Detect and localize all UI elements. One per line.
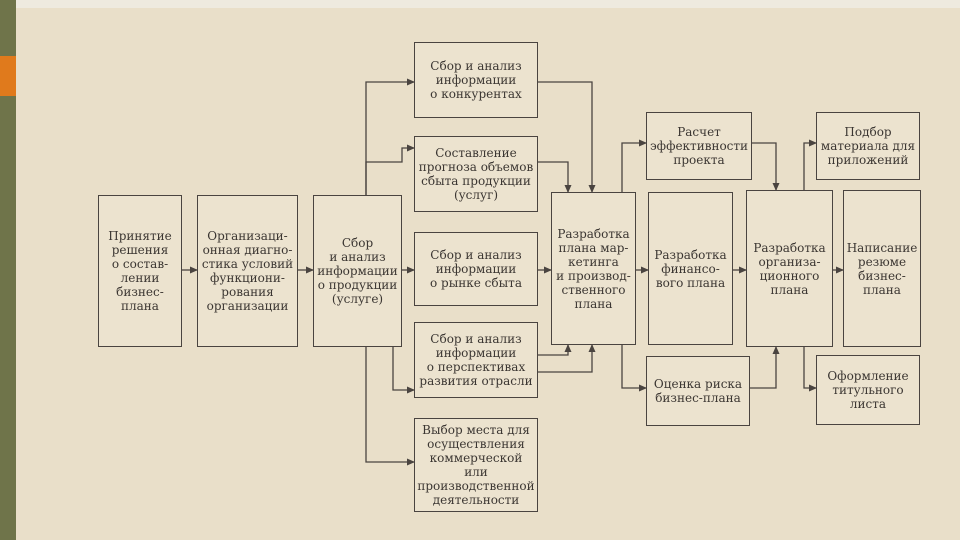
box-title-page: Оформление титульного листа <box>816 355 920 425</box>
box-product-info: Сбор и анализ информации о продукции (ус… <box>313 195 402 347</box>
box-risk-assessment: Оценка риска бизнес-плана <box>646 356 750 426</box>
box-decision-to-write-plan: Принятие решения о состав- лении бизнес-… <box>98 195 182 347</box>
box-sales-forecast: Составление прогноза объемов сбыта проду… <box>414 136 538 212</box>
box-marketing-plan: Разработка плана мар- кетинга и производ… <box>551 192 636 345</box>
box-appendix-materials: Подбор материала для приложений <box>816 112 920 180</box>
box-summary-writing: Написание резюме бизнес- плана <box>843 190 921 347</box>
box-org-plan: Разработка организа- ционного плана <box>746 190 833 347</box>
box-industry-prospects: Сбор и анализ информации о перспективах … <box>414 322 538 398</box>
box-org-diagnostics: Организаци- онная диагно- стика условий … <box>197 195 298 347</box>
box-location-choice: Выбор места для осуществления коммерческ… <box>414 418 538 512</box>
box-project-efficiency: Расчет эффективности проекта <box>646 112 752 180</box>
slide-top-strip <box>16 0 960 8</box>
box-financial-plan: Разработка финансо- вого плана <box>648 192 733 345</box>
box-competitors-info: Сбор и анализ информации о конкурентах <box>414 42 538 118</box>
box-market-info: Сбор и анализ информации о рынке сбыта <box>414 232 538 306</box>
slide-side-bar <box>0 0 16 540</box>
slide-accent-tab <box>0 56 16 96</box>
